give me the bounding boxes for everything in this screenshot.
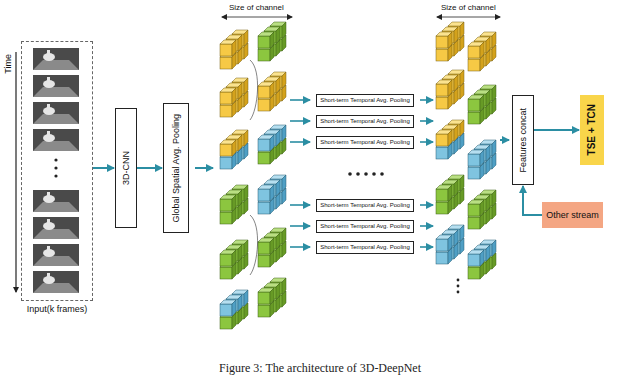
box-label: Short-term Temporal Avg. Pooling — [320, 202, 410, 209]
input-frames: Input(k frames) — [21, 41, 93, 301]
pooling-box: Short-term Temporal Avg. Pooling — [316, 241, 414, 254]
box-label: Short-term Temporal Avg. Pooling — [320, 223, 410, 230]
box-label: TSE + TCN — [586, 104, 598, 155]
dimension-label: Size of channel — [441, 3, 496, 12]
flow-arrow — [137, 167, 162, 169]
box-label: Short-term Temporal Avg. Pooling — [320, 118, 410, 125]
box-label: Features concat — [518, 108, 528, 173]
pooling-box: Short-term Temporal Avg. Pooling — [316, 199, 414, 212]
concat-box: Features concat — [512, 95, 534, 185]
box-label: 3D-CNN — [121, 151, 131, 185]
pooling-box: Short-term Temporal Avg. Pooling — [316, 94, 414, 107]
pooling-box: Short-term Temporal Avg. Pooling — [316, 136, 414, 149]
output-box: TSE + TCN — [580, 95, 604, 165]
pooling-box: Short-term Temporal Avg. Pooling — [316, 115, 414, 128]
box-label: Short-term Temporal Avg. Pooling — [320, 139, 410, 146]
box-label: Short-term Temporal Avg. Pooling — [320, 97, 410, 104]
figure-caption: Figure 3: The architecture of 3D-DeepNet — [0, 361, 640, 376]
box-label: Global Spatial Avg. Pooling — [171, 114, 181, 222]
stream-box: Other stream — [542, 202, 603, 228]
flow-arrow — [523, 186, 542, 215]
flow-arrow — [534, 129, 579, 131]
pooling-box: Short-term Temporal Avg. Pooling — [316, 220, 414, 233]
pooling-box: Global Spatial Avg. Pooling — [163, 103, 189, 233]
input-caption: Input(k frames) — [12, 304, 102, 314]
box-label: Other stream — [546, 210, 599, 220]
axis-label: Time — [3, 54, 13, 74]
cnn-box: 3D-CNN — [115, 108, 137, 228]
box-label: Short-term Temporal Avg. Pooling — [320, 244, 410, 251]
dimension-label: Size of channel — [229, 3, 284, 12]
flow-arrow — [93, 167, 114, 169]
